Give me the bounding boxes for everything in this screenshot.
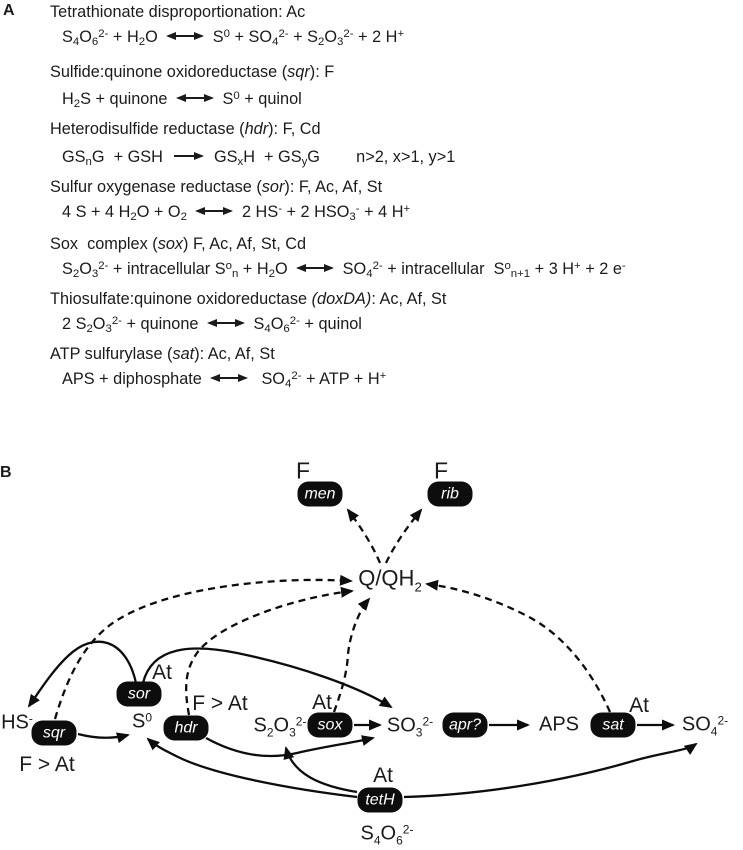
label-at-teth: At — [373, 764, 393, 787]
label-s2o3: S2O32- — [253, 714, 307, 740]
arrow-sat-to-quinone — [425, 579, 612, 713]
label-so3: SO32- — [386, 714, 434, 740]
arrow-sqr-to-s0 — [77, 732, 130, 744]
reaction-equation: S4O62- + H2O S0 + SO42- + S2O32- + 2 H+ — [62, 28, 405, 48]
reaction-title: Tetrathionate disproportionation: Ac — [50, 3, 306, 21]
label-f-gt-at-hdr: F > At — [192, 692, 248, 715]
label-s0: S0 — [131, 710, 153, 733]
node-sox: sox — [307, 712, 353, 738]
reaction-title: ATP sulfurylase (sat): Ac, Af, St — [50, 345, 275, 363]
reaction-equation: H2S + quinone S0 + quinol — [62, 90, 302, 110]
label-at-sat: At — [629, 694, 649, 717]
label-hs: HS- — [1, 711, 33, 734]
label-at-sor: At — [152, 661, 172, 684]
arrow-teth-to-s0 — [146, 737, 358, 799]
arrow-sox-to-quinone — [332, 597, 371, 713]
node-sat: sat — [590, 712, 636, 738]
reaction-equation: APS + diphosphate SO42- + ATP + H+ — [62, 370, 387, 390]
label-so4: SO42- — [681, 713, 729, 739]
label-f-gt-at-sqr: F > At — [19, 753, 75, 776]
node-sqr: sqr — [31, 720, 77, 746]
reaction-equation: 4 S + 4 H2O + O2 2 HS- + 2 HSO3- + 4 H+ — [62, 203, 411, 223]
label-quinone-pool: Q/QH2 — [358, 565, 422, 595]
node-men: men — [297, 481, 343, 507]
arrow-hdr-to-quinone — [185, 586, 354, 716]
panel-b-label: B — [0, 464, 12, 481]
arrow-hdr-to-so3 — [205, 735, 375, 758]
node-apr: apr? — [442, 712, 488, 738]
node-rib: rib — [427, 481, 473, 507]
arrow-sor-to-hs — [27, 640, 138, 708]
reaction-title: Sox complex (sox) F, Ac, Af, St, Cd — [50, 235, 307, 253]
pathway-arrows — [27, 508, 698, 799]
arrow-quinone-to-men — [346, 508, 382, 564]
label-at-sox: At — [312, 691, 332, 714]
arrow-sor-to-so3 — [141, 647, 393, 709]
reaction-equation: S2O32- + intracellular Son + H2O SO42- +… — [62, 260, 626, 280]
reaction-title: Heterodisulfide reductase (hdr): F, Cd — [50, 120, 321, 138]
label-aps: APS — [538, 713, 580, 736]
label-f-men: F — [295, 457, 311, 484]
node-teth: tetH — [357, 787, 403, 813]
arrow-sqr-to-quinone — [53, 574, 353, 720]
reaction-equation: 2 S2O32- + quinone S4O62- + quinol — [62, 315, 362, 335]
reaction-title: Sulfide:quinone oxidoreductase (sqr): F — [50, 63, 335, 81]
node-sor: sor — [116, 681, 162, 707]
arrow-teth-to-so4 — [403, 742, 698, 799]
panel-a-label: A — [3, 2, 15, 19]
label-s4o6: S4O62- — [360, 822, 414, 848]
arrow-teth-to-s2o3 — [283, 746, 358, 794]
reaction-equation: GSnG + GSH GSxH + GSyG n>2, x>1, y>1 — [62, 148, 456, 168]
reaction-title: Sulfur oxygenase reductase (sor): F, Ac,… — [50, 178, 383, 196]
panel-b-diagram: men rib sqr sor hdr sox apr? sat tetH F … — [0, 440, 743, 850]
reaction-title: Thiosulfate:quinone oxidoreductase (doxD… — [50, 290, 447, 308]
node-hdr: hdr — [163, 715, 209, 741]
arrow-quinone-to-rib — [384, 508, 423, 564]
label-f-rib: F — [433, 457, 449, 484]
